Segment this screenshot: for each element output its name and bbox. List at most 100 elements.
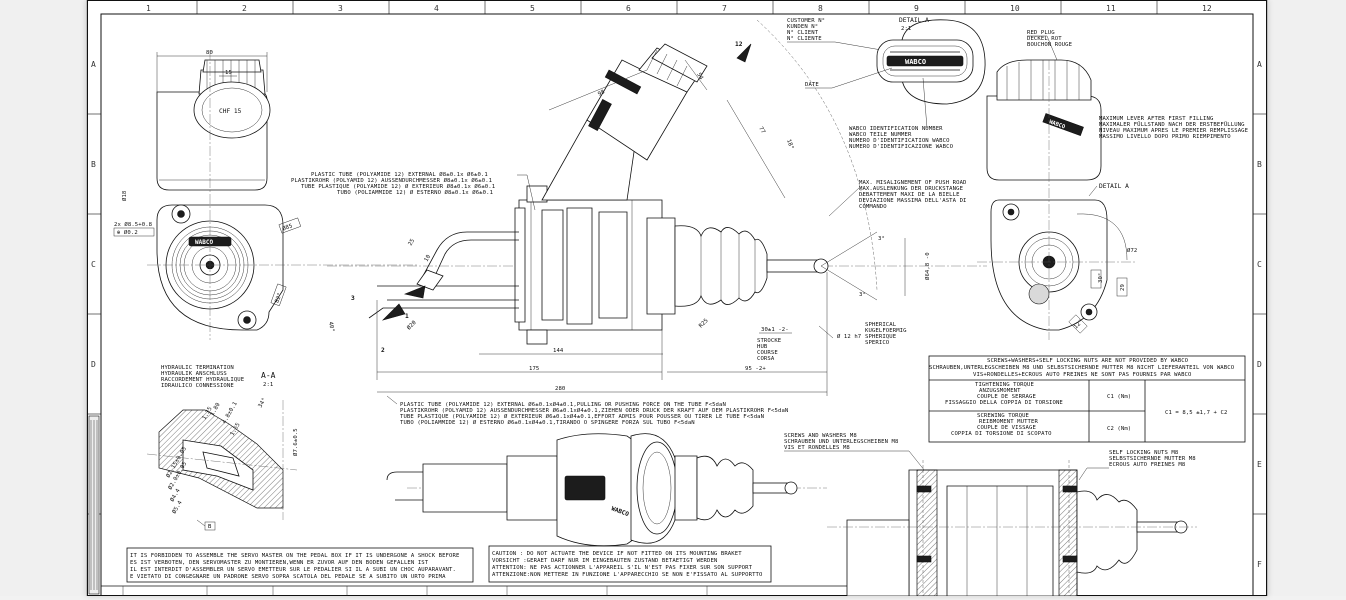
dim-30: 30±1 -2-	[761, 327, 789, 333]
left-logo-text: WABCO	[195, 239, 213, 246]
spherical-1: KUGELFOERMIG	[865, 328, 907, 334]
forbidden-2: IL EST INTERDIT D'ASSEMBLER UN SERVO EME…	[130, 567, 456, 573]
dim-10: 10	[424, 254, 433, 263]
max-level-1: MAXIMALER FÜLLSTAND NACH DER ERSTBEFÜLLU…	[1099, 121, 1245, 128]
dim-95: 95 -2+	[745, 366, 766, 372]
tube-top-1: PLASTIKROHR (POLYAMID 12) AUSSENDURCHMES…	[291, 177, 492, 184]
aa-dim-8: 34°	[258, 397, 268, 409]
misalign-4: COMMANDO	[859, 204, 887, 210]
zone-row-C-left: C	[91, 260, 96, 269]
tube-bottom-0: PLASTIC TUBE (POLYAMIDE 12) EXTERNAL Ø6±…	[400, 401, 726, 408]
bottom-view: WABCO	[386, 433, 827, 547]
torque-r0-1: ANZUGSMOMENT	[979, 388, 1021, 394]
zone-row-A-left: A	[91, 60, 96, 69]
dim-80: 80	[206, 50, 213, 56]
wabco-id-2: NUMERO D'IDENTIFICATION WABCO	[849, 138, 950, 144]
torque-header-1: SCHRAUBEN,UNTERLEGSCHEIBEN M8 UND SELBST…	[929, 365, 1235, 371]
customer-3: N° CLIENTE	[787, 36, 822, 42]
zone-column-9: 9	[914, 4, 919, 13]
date-label: DATE	[805, 82, 819, 88]
dim-3deg-b: 3°	[859, 292, 866, 298]
screws-0: SCREWS AND WASHERS M8	[784, 433, 857, 439]
max-level-2: NIVEAU MAXIMUM APRES LE PREMIER REMPLISS…	[1099, 128, 1249, 134]
torque-r0-unit: C1 (Nm)	[1107, 394, 1131, 400]
tube-top-note: PLASTIC TUBE (POLYAMIDE 12) EXTERNAL Ø8±…	[291, 171, 536, 211]
torque-table: SCREWS+WASHERS+SELF LOCKING NUTS ARE NOT…	[928, 355, 1246, 443]
misalign-note: MAX. MISALIGNEMENT OF PUSH ROAD MAX.AUSL…	[859, 180, 967, 210]
dim-12h7: Ø 12 h7	[837, 333, 861, 340]
left-margin-notes	[88, 415, 100, 595]
zone-row-A-right: A	[1257, 60, 1262, 69]
hydraulic-2: RACCORDEMENT HYDRAULIQUE	[161, 377, 245, 383]
customer-1: KUNDEN N°	[787, 24, 818, 30]
detail-a-scale: 2:1	[901, 26, 911, 32]
forbidden-3: E VIETATO DI CONGEGNARE UN PADRONE SERVO…	[130, 574, 446, 580]
screws-2: VIS ET RONDELLES M8	[784, 445, 850, 451]
dim-r25: R25	[698, 318, 710, 330]
zone-column-6: 6	[626, 4, 631, 13]
tube-top-2: TUBE PLASTIQUE (POLYAMIDE 12) Ø EXTERIEU…	[301, 183, 495, 190]
view-3: 3	[351, 295, 355, 302]
zone-row-B-right: B	[1257, 160, 1262, 169]
dim-29: 29	[1120, 284, 1126, 291]
torque-r1-unit: C2 (Nm)	[1107, 426, 1131, 432]
hydraulic-3: IDRAULICO CONNESSIONE	[161, 383, 234, 389]
torque-r0-2: COUPLE DE SERRAGE	[977, 394, 1036, 400]
stroke-0: STROCKE	[757, 338, 782, 344]
dim-280: 280	[555, 386, 565, 392]
red-plug-2: BOUCHON ROUGE	[1027, 42, 1073, 48]
detail-a-title: DETAIL A	[899, 17, 929, 24]
misalign-1: MAX.AUSLENKUNG DER DRUCKSTANGE	[859, 186, 964, 192]
red-plug-0: RED PLUG	[1027, 30, 1055, 36]
zone-column-2: 2	[242, 4, 247, 13]
aa-label-b: B	[208, 524, 212, 530]
detail-a-callout: DETAIL A	[1099, 183, 1129, 190]
customer-2: N° CLIENT	[787, 30, 819, 36]
caution-0: CAUTION : DO NOT ACTUATE THE DEVICE IF N…	[492, 551, 742, 557]
customer-0: CUSTOMER N°	[787, 18, 825, 24]
stroke-1: HUB	[757, 344, 768, 350]
zone-row-D-left: D	[91, 360, 96, 369]
dim-175: 175	[529, 366, 539, 372]
dim-15: 15	[225, 70, 232, 76]
zone-column-12: 12	[1202, 4, 1212, 13]
wabco-id-0: WABCO IDENTIFICATION NUMBER	[849, 126, 943, 132]
torque-r0-0: TIGHTENING TORQUE	[975, 382, 1034, 388]
dim-72: Ø72	[1127, 247, 1137, 254]
caution-3: ATTENZIONE:NON METTERE IN FUNZIONE L'APP…	[492, 572, 763, 578]
red-plug-1: DECKEL ROT	[1027, 36, 1062, 42]
forbidden-1: ES IST VERBOTEN, DEN SERVOMASTER ZU MONT…	[130, 560, 429, 566]
dim-85: Ø85	[281, 222, 293, 232]
dim-77: 77	[757, 126, 766, 135]
aa-dim-2: 4.8±0.1	[222, 401, 239, 425]
dim-12deg: 12°	[1073, 319, 1085, 331]
max-level-3: MASSIMO LIVELLO DOPO PRIMO RIEMPIMENTO	[1099, 134, 1231, 140]
main-view: 3 1 2 12 98 54 77 18° 25 10 40° 175 144 …	[327, 19, 987, 396]
misalign-3: DEVIAZIONE MASSIMA DELL'ASTA DI	[859, 198, 967, 204]
zone-row-F-right: F	[1257, 560, 1262, 569]
dim-54: 54	[695, 72, 704, 81]
zone-column-5: 5	[530, 4, 535, 13]
aa-dim-1: 1.80	[210, 402, 222, 417]
dim-144: 144	[553, 348, 564, 354]
zone-row-E-right: E	[1257, 460, 1262, 469]
dim-18: Ø18	[121, 190, 128, 201]
tube-top-3: TUBO (POLIAMMIDE 12) Ø ESTERNO Ø8±0.1x Ø…	[337, 189, 493, 196]
bottom-right-view	[827, 460, 1197, 597]
cap-text: CHF 15	[219, 108, 242, 115]
zone-row-D-right: D	[1257, 360, 1262, 369]
dim-18deg: 18°	[785, 139, 794, 151]
zone-column-10: 10	[1010, 4, 1020, 13]
zone-column-1: 1	[146, 4, 151, 13]
dim-40deg: 40°	[327, 321, 335, 332]
section-aa: HYDRAULIC TERMINATION HYDRAULIK ANSCHLUS…	[146, 365, 299, 531]
zone-column-4: 4	[434, 4, 439, 13]
dim-98: 98	[597, 89, 606, 98]
hydraulic-0: HYDRAULIC TERMINATION	[161, 365, 234, 371]
right-logo: WABCO	[1048, 119, 1066, 131]
stroke-3: CORSA	[757, 356, 775, 362]
detail-a-view: CUSTOMER N° KUNDEN N° N° CLIENT N° CLIEN…	[787, 17, 986, 150]
caution-1: VORSICHT :GERAET DARF NUR IM EINGEBAUTEN…	[492, 558, 717, 564]
